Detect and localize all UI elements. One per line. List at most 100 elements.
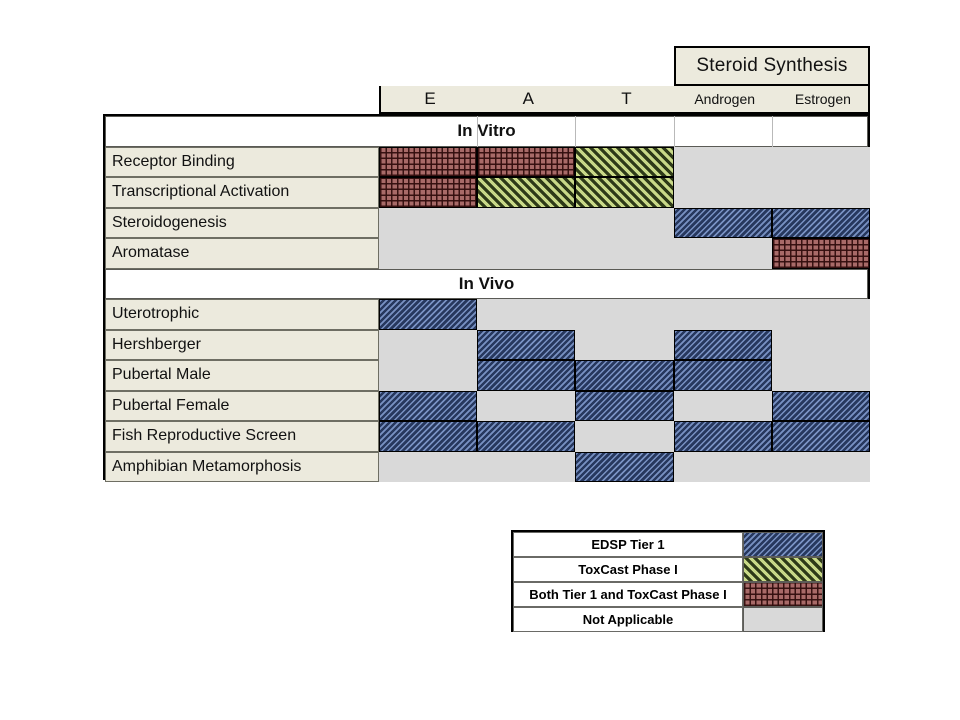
matrix-cell-fish-reproductive-screen-e <box>379 421 478 452</box>
column-group-steroid-synthesis: Steroid Synthesis <box>674 46 870 86</box>
matrix-cell-transcriptional-activation-e <box>379 177 478 208</box>
legend-swatch-edsp-tier-1 <box>743 532 823 557</box>
row-cells <box>379 177 870 208</box>
matrix-cell-steroidogenesis-androgen <box>673 207 772 238</box>
legend-item-toxcast-phase-i: ToxCast Phase I <box>513 557 823 582</box>
matrix-cell-transcriptional-activation-t <box>575 177 674 208</box>
matrix-cell-pubertal-male-a <box>477 360 576 391</box>
matrix-cell-amphibian-metamorphosis-e <box>379 451 478 482</box>
matrix-cell-fish-reproductive-screen-estrogen <box>771 421 870 452</box>
matrix-cell-steroidogenesis-estrogen <box>771 207 870 238</box>
matrix-cell-fish-reproductive-screen-androgen <box>673 421 772 452</box>
row-cells <box>379 390 870 421</box>
column-header-e: E <box>424 89 436 108</box>
row-label-uterotrophic: Uterotrophic <box>105 299 379 330</box>
row-label-pubertal-male: Pubertal Male <box>105 360 379 391</box>
row-cells <box>379 299 870 330</box>
row-cells <box>379 146 870 177</box>
row-label-steroidogenesis: Steroidogenesis <box>105 207 379 238</box>
column-separator <box>771 116 773 147</box>
table-row: Pubertal Female <box>105 390 870 421</box>
row-cells <box>379 207 870 238</box>
matrix-cell-amphibian-metamorphosis-a <box>477 451 576 482</box>
matrix-cell-aromatase-e <box>379 238 478 269</box>
table-row: Receptor Binding <box>105 146 870 177</box>
table-row: Steroidogenesis <box>105 207 870 238</box>
matrix-cell-fish-reproductive-screen-a <box>477 421 576 452</box>
matrix-cell-amphibian-metamorphosis-androgen <box>673 451 772 482</box>
row-label-transcriptional-activation: Transcriptional Activation <box>105 177 379 208</box>
matrix-cell-steroidogenesis-a <box>477 207 576 238</box>
row-cells <box>379 329 870 360</box>
table-row: Amphibian Metamorphosis <box>105 451 870 482</box>
matrix-cell-receptor-binding-t <box>575 146 674 177</box>
legend-item-edsp-tier-1: EDSP Tier 1 <box>513 532 823 557</box>
matrix-cell-pubertal-female-e <box>379 390 478 421</box>
matrix-cell-pubertal-female-t <box>575 390 674 421</box>
column-header-androgen: Androgen <box>694 91 756 107</box>
legend-item-not-applicable: Not Applicable <box>513 607 823 632</box>
row-label-fish-reproductive-screen: Fish Reproductive Screen <box>105 421 379 452</box>
legend-label-toxcast-phase-i: ToxCast Phase I <box>513 557 743 582</box>
matrix-cell-receptor-binding-a <box>477 146 576 177</box>
table-row: Transcriptional Activation <box>105 177 870 208</box>
matrix-cell-transcriptional-activation-estrogen <box>771 177 870 208</box>
row-label-pubertal-female: Pubertal Female <box>105 390 379 421</box>
legend-swatch-toxcast-phase-i <box>743 557 823 582</box>
section-row-in-vivo: In Vivo <box>105 268 868 299</box>
matrix-cell-transcriptional-activation-a <box>477 177 576 208</box>
matrix-cell-pubertal-male-t <box>575 360 674 391</box>
legend-label-edsp-tier-1: EDSP Tier 1 <box>513 532 743 557</box>
matrix-cell-amphibian-metamorphosis-estrogen <box>771 451 870 482</box>
row-label-receptor-binding: Receptor Binding <box>105 146 379 177</box>
column-separator <box>575 116 577 147</box>
matrix-cell-uterotrophic-a <box>477 299 576 330</box>
row-cells <box>379 451 870 482</box>
row-label-amphibian-metamorphosis: Amphibian Metamorphosis <box>105 451 379 482</box>
matrix-cell-steroidogenesis-e <box>379 207 478 238</box>
matrix-cell-pubertal-female-a <box>477 390 576 421</box>
matrix-cell-receptor-binding-androgen <box>673 146 772 177</box>
matrix-cell-hershberger-a <box>477 329 576 360</box>
column-header-t: T <box>621 89 632 108</box>
legend-label-not-applicable: Not Applicable <box>513 607 743 632</box>
row-cells <box>379 421 870 452</box>
matrix-cell-uterotrophic-estrogen <box>771 299 870 330</box>
matrix-cell-receptor-binding-e <box>379 146 478 177</box>
matrix-cell-aromatase-androgen <box>673 238 772 269</box>
matrix-cell-amphibian-metamorphosis-t <box>575 451 674 482</box>
row-cells <box>379 238 870 269</box>
matrix-cell-transcriptional-activation-androgen <box>673 177 772 208</box>
legend-swatch-both <box>743 582 823 607</box>
section-label-in-vitro: In Vitro <box>105 116 868 147</box>
table-row: Pubertal Male <box>105 360 870 391</box>
matrix-cell-pubertal-female-androgen <box>673 390 772 421</box>
table-row: Hershberger <box>105 329 870 360</box>
column-header-estrogen: Estrogen <box>794 91 851 107</box>
matrix-cell-pubertal-female-estrogen <box>771 390 870 421</box>
matrix-cell-hershberger-androgen <box>673 329 772 360</box>
table-row: Aromatase <box>105 238 870 269</box>
matrix-cell-uterotrophic-t <box>575 299 674 330</box>
column-header-row: E A T Androgen Estrogen <box>379 86 870 114</box>
row-label-hershberger: Hershberger <box>105 329 379 360</box>
matrix-cell-hershberger-e <box>379 329 478 360</box>
table-row: Uterotrophic <box>105 299 870 330</box>
matrix-cell-uterotrophic-androgen <box>673 299 772 330</box>
matrix-cell-pubertal-male-androgen <box>673 360 772 391</box>
column-group-label: Steroid Synthesis <box>696 55 848 76</box>
matrix-cell-hershberger-t <box>575 329 674 360</box>
matrix-cell-pubertal-male-e <box>379 360 478 391</box>
section-label-in-vivo: In Vivo <box>105 268 868 299</box>
section-row-in-vitro: In Vitro <box>105 116 868 147</box>
column-header-a: A <box>522 89 534 108</box>
row-cells <box>379 360 870 391</box>
legend-label-both: Both Tier 1 and ToxCast Phase I <box>513 582 743 607</box>
matrix-cell-hershberger-estrogen <box>771 329 870 360</box>
matrix-cell-fish-reproductive-screen-t <box>575 421 674 452</box>
table-row: Fish Reproductive Screen <box>105 421 870 452</box>
matrix-cell-aromatase-estrogen <box>771 238 870 269</box>
matrix-cell-steroidogenesis-t <box>575 207 674 238</box>
